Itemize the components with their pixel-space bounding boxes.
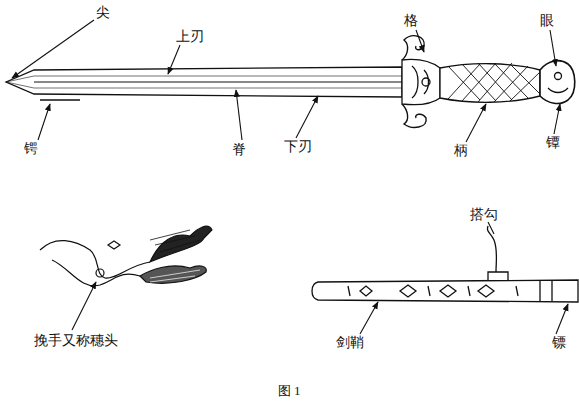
sword xyxy=(6,36,575,128)
part-label: 镖 xyxy=(552,336,566,350)
figure-caption: 图 1 xyxy=(278,384,301,397)
part-label: 脊 xyxy=(232,143,246,157)
scabbard xyxy=(312,226,578,302)
part-label: 下刃 xyxy=(284,140,312,154)
part-label: 柄 xyxy=(454,144,468,158)
part-label: 搭勾 xyxy=(470,208,498,222)
part-label: 剑鞘 xyxy=(336,336,364,350)
part-label: 眼 xyxy=(540,14,554,28)
part-label: 上刃 xyxy=(176,30,204,44)
part-label: 镡 xyxy=(546,136,560,150)
part-label: 格 xyxy=(404,14,418,28)
part-label: 尖 xyxy=(96,6,110,20)
part-label: 锷 xyxy=(24,142,38,156)
tassel xyxy=(40,226,212,286)
leader-lines xyxy=(12,20,568,334)
part-label: 挽手又称穗头 xyxy=(34,334,118,348)
